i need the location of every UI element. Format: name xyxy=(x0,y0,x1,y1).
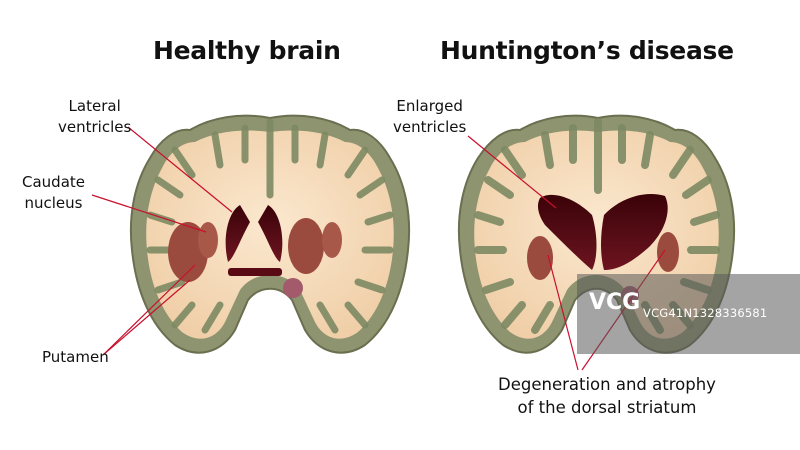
healthy-right-ventricle xyxy=(258,205,283,262)
hd-left-putamen xyxy=(527,236,553,280)
healthy-right-caudate xyxy=(322,222,342,258)
healthy-right-putamen xyxy=(288,218,324,274)
healthy-left-caudate xyxy=(198,222,218,258)
label-putamen: Putamen xyxy=(42,348,109,366)
healthy-brain-title: Healthy brain xyxy=(153,36,341,65)
healthy-left-ventricle xyxy=(225,205,250,262)
hd-left-ventricle xyxy=(537,194,597,270)
caudate-leader xyxy=(91,194,207,233)
degeneration-leader-a xyxy=(547,254,579,371)
putamen-leader-b xyxy=(102,279,191,356)
label-enlarged-ventricles: Enlarged ventricles xyxy=(393,97,467,136)
label-lateral-ventricles: Lateral ventricles xyxy=(58,97,132,136)
label-caudate-nucleus: Caudate nucleus xyxy=(22,173,85,212)
watermark-logo: VCG xyxy=(589,290,641,315)
enlarged-ventricles-leader xyxy=(467,135,557,209)
hd-right-putamen xyxy=(657,232,679,272)
watermark-id: VCG41N1328336581 xyxy=(643,306,768,320)
healthy-left-putamen xyxy=(168,222,208,282)
label-degeneration: Degeneration and atrophy of the dorsal s… xyxy=(498,375,716,417)
watermark-overlay: VCG VCG41N1328336581 xyxy=(577,274,800,354)
hd-right-ventricle xyxy=(601,194,668,270)
healthy-brain-section xyxy=(129,114,411,354)
huntingtons-disease-title: Huntington’s disease xyxy=(440,36,734,65)
putamen-leader-a xyxy=(102,264,196,356)
lateral-ventricles-leader xyxy=(127,126,233,213)
